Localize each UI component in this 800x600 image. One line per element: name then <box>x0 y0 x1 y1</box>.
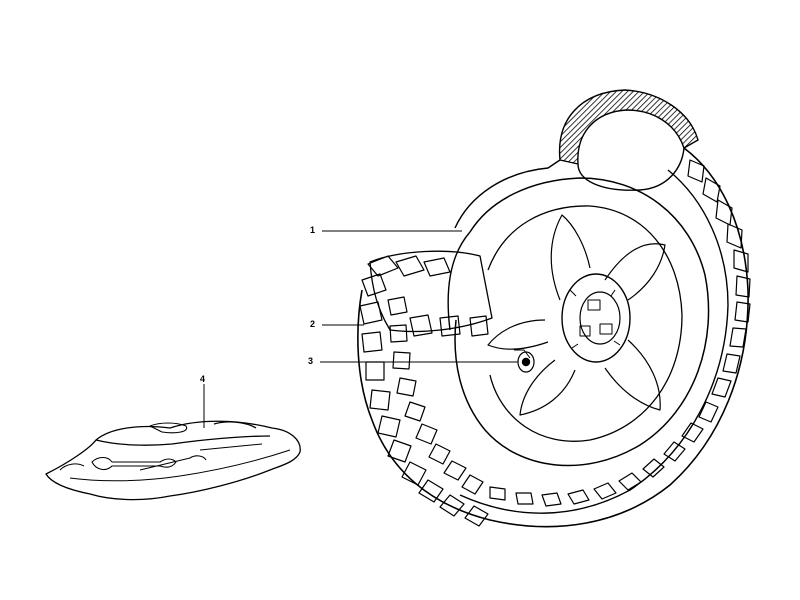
tyre-tread-blocks-left <box>359 255 489 527</box>
tool-kit <box>45 420 301 501</box>
tyre-tread-blocks <box>489 159 751 507</box>
callout-number-1: 1 <box>310 225 316 235</box>
callout-leaders <box>203 230 518 428</box>
callout-number-3: 3 <box>308 356 314 366</box>
tyre <box>357 147 751 528</box>
valve <box>514 349 535 373</box>
wheel-rim <box>447 159 710 467</box>
wheel-assembly <box>357 89 751 528</box>
callout-number-4: 4 <box>200 374 206 384</box>
tyre-cross-section <box>558 89 699 191</box>
callout-number-2: 2 <box>310 319 316 329</box>
